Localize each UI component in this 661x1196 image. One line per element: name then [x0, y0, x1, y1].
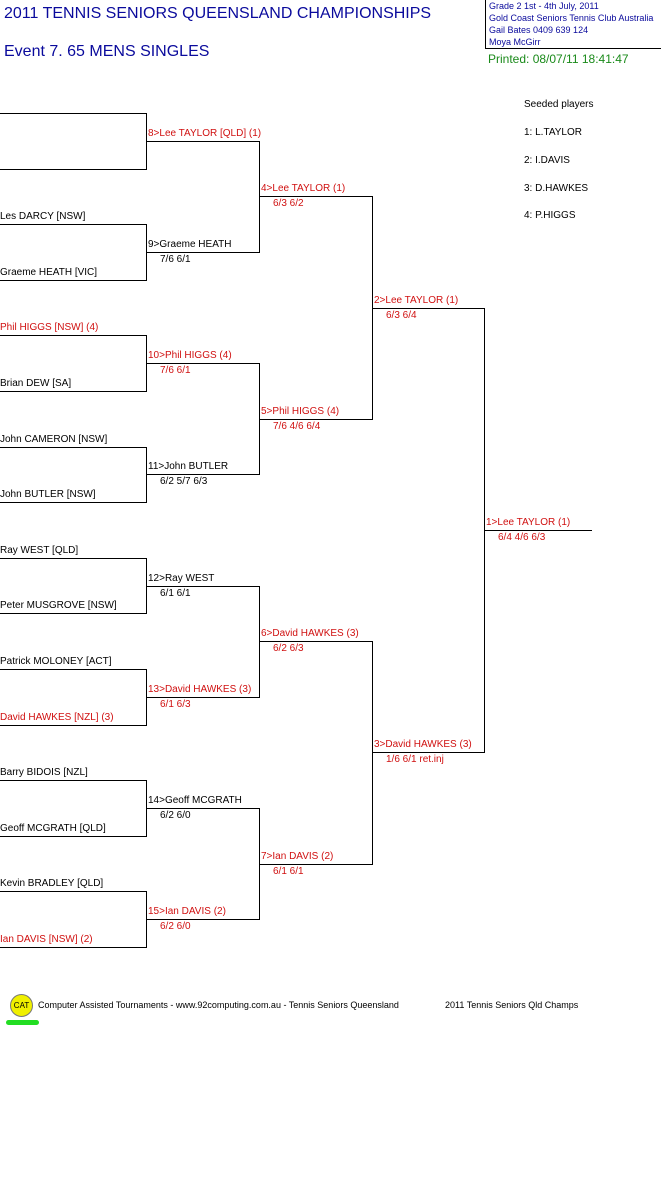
seed-1: 1: L.TAYLOR	[524, 127, 582, 138]
r2-slot-line	[146, 808, 259, 809]
r1-slot-line	[0, 224, 146, 225]
r3-connector	[372, 641, 373, 865]
r2-slot-line	[146, 919, 259, 920]
player-name: John BUTLER [NSW]	[0, 489, 96, 500]
winner-name: 5>Phil HIGGS (4)	[261, 406, 340, 417]
r3-slot-line	[259, 864, 372, 865]
winner-name: 12>Ray WEST	[148, 573, 215, 584]
r2-slot-line	[146, 697, 259, 698]
r1-slot-line	[0, 947, 146, 948]
r2-slot-line	[146, 474, 259, 475]
match-score: 6/2 6/0	[160, 810, 191, 821]
match-score: 6/2 6/0	[160, 921, 191, 932]
seed-2: 2: I.DAVIS	[524, 155, 570, 166]
match-score: 7/6 6/1	[160, 254, 191, 265]
match-score: 6/1 6/1	[160, 588, 191, 599]
match-score: 6/1 6/3	[160, 699, 191, 710]
player-name: John CAMERON [NSW]	[0, 434, 108, 445]
player-name: Peter MUSGROVE [NSW]	[0, 600, 117, 611]
r2-slot-line	[146, 586, 259, 587]
r1-slot-line	[0, 613, 146, 614]
player-name: Ray WEST [QLD]	[0, 545, 79, 556]
r1-slot-line	[0, 335, 146, 336]
winner-name: 15>Ian DAVIS (2)	[148, 906, 226, 917]
info-line-3: Gail Bates 0409 639 124	[489, 25, 589, 35]
r2-connector	[259, 586, 260, 698]
r1-slot-line	[0, 447, 146, 448]
player-name: Patrick MOLONEY [ACT]	[0, 656, 112, 667]
winner-name: 13>David HAWKES (3)	[148, 684, 252, 695]
r1-slot-line	[0, 391, 146, 392]
match-score: 6/4 4/6 6/3	[498, 532, 546, 543]
winner-name: 7>Ian DAVIS (2)	[261, 851, 334, 862]
cat-logo-underline	[6, 1020, 39, 1025]
r2-connector	[259, 141, 260, 253]
player-name: Geoff MCGRATH [QLD]	[0, 823, 106, 834]
player-name: Brian DEW [SA]	[0, 378, 72, 389]
footer-event: 2011 Tennis Seniors Qld Champs	[445, 1000, 579, 1010]
match-score: 6/2 6/3	[273, 643, 304, 654]
r3-slot-line	[259, 196, 372, 197]
seeded-players-heading: Seeded players	[524, 99, 594, 110]
player-name: Phil HIGGS [NSW] (4)	[0, 322, 99, 333]
winner-name: 10>Phil HIGGS (4)	[148, 350, 232, 361]
printed-timestamp: Printed: 08/07/11 18:41:47	[488, 52, 629, 66]
winner-name: 6>David HAWKES (3)	[261, 628, 359, 639]
r5-slot-line	[484, 530, 592, 531]
winner-name: 8>Lee TAYLOR [QLD] (1)	[148, 128, 262, 139]
match-score: 6/1 6/1	[273, 866, 304, 877]
player-name: Graeme HEATH [VIC]	[0, 267, 98, 278]
r1-slot-line	[0, 725, 146, 726]
match-score: 7/6 6/1	[160, 365, 191, 376]
r1-slot-line	[0, 502, 146, 503]
r3-slot-line	[259, 419, 372, 420]
cat-logo: CAT	[10, 994, 33, 1017]
r1-slot-line	[0, 280, 146, 281]
tournament-title: 2011 TENNIS SENIORS QUEENSLAND CHAMPIONS…	[4, 5, 432, 22]
match-score: 6/3 6/4	[386, 310, 417, 321]
event-title: Event 7. 65 MENS SINGLES	[4, 43, 210, 60]
r2-slot-line	[146, 141, 259, 142]
match-score: 7/6 4/6 6/4	[273, 421, 321, 432]
r1-slot-line	[0, 780, 146, 781]
r1-slot-line	[0, 169, 146, 170]
player-name: Ian DAVIS [NSW] (2)	[0, 934, 93, 945]
r1-connector	[146, 447, 147, 503]
winner-name: 3>David HAWKES (3)	[374, 739, 472, 750]
player-name: David HAWKES [NZL] (3)	[0, 712, 114, 723]
r4-slot-line	[372, 308, 484, 309]
r1-slot-line	[0, 891, 146, 892]
match-score: 6/3 6/2	[273, 198, 304, 209]
r1-slot-line	[0, 558, 146, 559]
player-name: Barry BIDOIS [NZL]	[0, 767, 88, 778]
winner-name: 1>Lee TAYLOR (1)	[486, 517, 571, 528]
winner-name: 9>Graeme HEATH	[148, 239, 232, 250]
footer-credit: Computer Assisted Tournaments - www.92co…	[38, 1000, 399, 1010]
winner-name: 4>Lee TAYLOR (1)	[261, 183, 346, 194]
r1-slot-line	[0, 669, 146, 670]
player-name: Les DARCY [NSW]	[0, 211, 86, 222]
r2-slot-line	[146, 252, 259, 253]
r3-slot-line	[259, 641, 372, 642]
r1-slot-line	[0, 113, 146, 114]
seed-3: 3: D.HAWKES	[524, 183, 589, 194]
match-score: 6/2 5/7 6/3	[160, 476, 208, 487]
r4-slot-line	[372, 752, 484, 753]
r1-slot-line	[0, 836, 146, 837]
r2-slot-line	[146, 363, 259, 364]
info-line-2: Gold Coast Seniors Tennis Club Australia	[489, 13, 654, 23]
winner-name: 11>John BUTLER	[148, 461, 229, 472]
seed-4: 4: P.HIGGS	[524, 210, 576, 221]
info-line-1: Grade 2 1st - 4th July, 2011	[489, 1, 599, 11]
match-score: 1/6 6/1 ret.inj	[386, 754, 444, 765]
winner-name: 2>Lee TAYLOR (1)	[374, 295, 459, 306]
winner-name: 14>Geoff MCGRATH	[148, 795, 242, 806]
info-line-4: Moya McGirr	[489, 37, 541, 47]
player-name: Kevin BRADLEY [QLD]	[0, 878, 104, 889]
tournament-info-box: Grade 2 1st - 4th July, 2011 Gold Coast …	[485, 0, 661, 49]
